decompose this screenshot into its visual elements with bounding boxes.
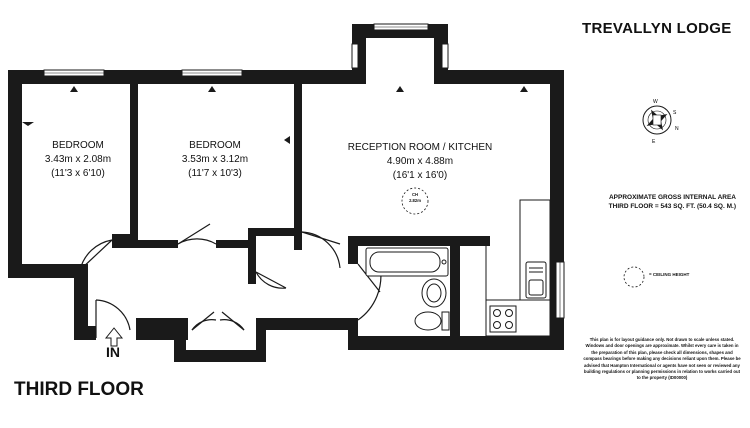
wall-bedroom2-bottom-a <box>138 240 178 248</box>
gross-internal-area: APPROXIMATE GROSS INTERNAL AREA THIRD FL… <box>576 193 736 211</box>
room-imperial: (11'7 x 10'3) <box>188 168 242 179</box>
washbasin-bowl <box>426 283 442 303</box>
wall-bedroom1-bottom-a <box>8 264 80 278</box>
wall-bay-left <box>352 24 366 84</box>
kitchen-hob <box>489 305 517 333</box>
wall-partition-bed2-reception <box>294 84 302 234</box>
room-imperial: (11'3 x 6'10) <box>51 168 105 179</box>
compass-n-label: N <box>675 126 679 132</box>
wall-cupboard-left <box>248 228 256 284</box>
legend-ceiling-height: = CEILING HEIGHT <box>649 272 690 277</box>
room-bedroom-2: BEDROOM 3.53m x 3.12m (11'7 x 10'3) <box>140 139 290 181</box>
room-metric: 3.43m x 2.08m <box>44 154 112 165</box>
wall-corridor-bottom-b <box>256 318 358 330</box>
area-line-2: THIRD FLOOR = 543 SQ. FT. (50.4 SQ. M.) <box>608 203 736 210</box>
ceiling-height-value: CH 2.82m <box>409 192 421 203</box>
wall-partition-bed1-bed2 <box>130 84 138 248</box>
area-line-1: APPROXIMATE GROSS INTERNAL AREA <box>608 194 736 201</box>
legend-ceiling-height-symbol <box>623 266 645 288</box>
room-imperial: (16'1 x 16'0) <box>392 170 448 181</box>
window-bay-left <box>351 43 359 69</box>
wall-corridor-bottom-left <box>74 326 96 340</box>
wall-top-left-reception <box>296 70 356 84</box>
wall-cupboard-top <box>248 228 302 236</box>
room-metric: 4.90m x 4.88m <box>386 156 454 167</box>
building-name: TREVALLYN LODGE <box>582 20 732 37</box>
room-reception-kitchen: RECEPTION ROOM / KITCHEN 4.90m x 4.88m (… <box>330 141 510 183</box>
room-name: BEDROOM <box>189 140 241 151</box>
wall-bathroom-left <box>348 236 358 264</box>
entrance-label: IN <box>106 344 120 360</box>
wall-bathroom-right <box>450 236 460 348</box>
room-name: RECEPTION ROOM / KITCHEN <box>347 142 493 153</box>
room-metric: 3.53m x 3.12m <box>181 154 249 165</box>
compass-e-label: E <box>652 139 656 145</box>
compass-w-label: W <box>653 99 658 105</box>
compass-rose: W S N E <box>642 99 679 145</box>
wall-store-right <box>256 318 266 362</box>
kitchen-sink-bowl <box>528 279 544 296</box>
ceiling-height-marker <box>401 187 429 215</box>
wall-bedroom2-bottom-b <box>216 240 252 248</box>
toilet-cistern <box>441 311 450 331</box>
wall-top-right-reception <box>434 70 562 84</box>
wall-bathroom-left-lower <box>348 320 358 350</box>
wall-store-bottom <box>174 350 266 362</box>
disclaimer-text: This plan is for layout guidance only. N… <box>583 337 741 381</box>
room-name: BEDROOM <box>52 140 104 151</box>
wall-corridor-left <box>74 264 88 340</box>
compass-s-label: S <box>673 110 677 116</box>
wall-cupboard-right <box>294 228 302 250</box>
wall-bathroom-top <box>348 236 490 246</box>
entry-arrow <box>104 327 124 347</box>
room-bedroom-1: BEDROOM 3.43m x 2.08m (11'3 x 6'10) <box>26 139 130 181</box>
wall-top-bedroom2 <box>132 70 302 84</box>
wall-bay-right <box>434 24 448 84</box>
wall-left-outer <box>8 70 22 278</box>
toilet-bowl <box>414 311 442 331</box>
floor-title: THIRD FLOOR <box>14 379 144 400</box>
bathtub-inner <box>369 251 441 273</box>
window-bay-right <box>441 43 449 69</box>
